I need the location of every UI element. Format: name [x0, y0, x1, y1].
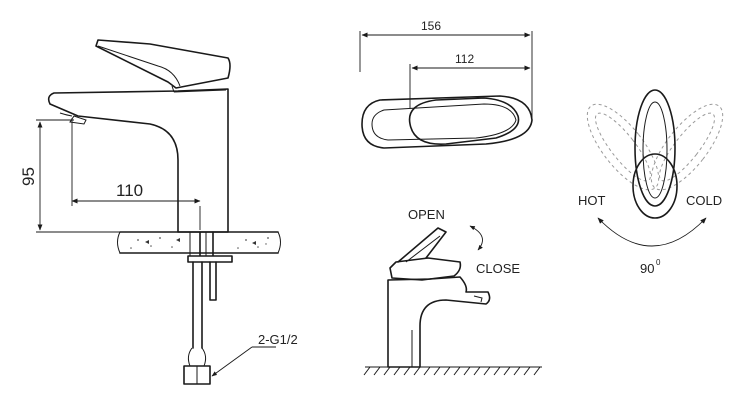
body-width-label: 112: [455, 52, 474, 66]
height-dimension: 95: [19, 119, 120, 233]
cold-label: COLD: [686, 193, 722, 208]
angle-label: 90: [640, 261, 654, 276]
side-view: 110 95 2-G1/2: [19, 39, 298, 385]
lever-top: [634, 89, 676, 207]
reach-label: 110: [116, 181, 143, 200]
height-label: 95: [19, 167, 38, 186]
hot-label: HOT: [578, 193, 606, 208]
degree-mark: 0: [656, 258, 661, 267]
top-view: 156 112: [359, 19, 533, 149]
lever-outline-top: [361, 95, 533, 149]
tap-body-small: [387, 276, 491, 368]
thread-label: 2-G1/2: [258, 332, 298, 347]
thread-callout: 2-G1/2: [211, 332, 298, 377]
reach-dimension: 110: [71, 118, 201, 230]
close-label: CLOSE: [476, 261, 520, 276]
lever-handle: [95, 39, 231, 89]
open-label: OPEN: [408, 207, 445, 222]
rotation-view: HOT COLD 90 0: [578, 89, 724, 276]
tap-body: [47, 88, 229, 233]
countertop-section: [117, 231, 281, 254]
fixing-stud: [183, 231, 233, 385]
rotation-arc: [597, 217, 707, 247]
total-width-label: 156: [421, 19, 441, 33]
operation-view: OPEN CLOSE: [363, 207, 542, 376]
